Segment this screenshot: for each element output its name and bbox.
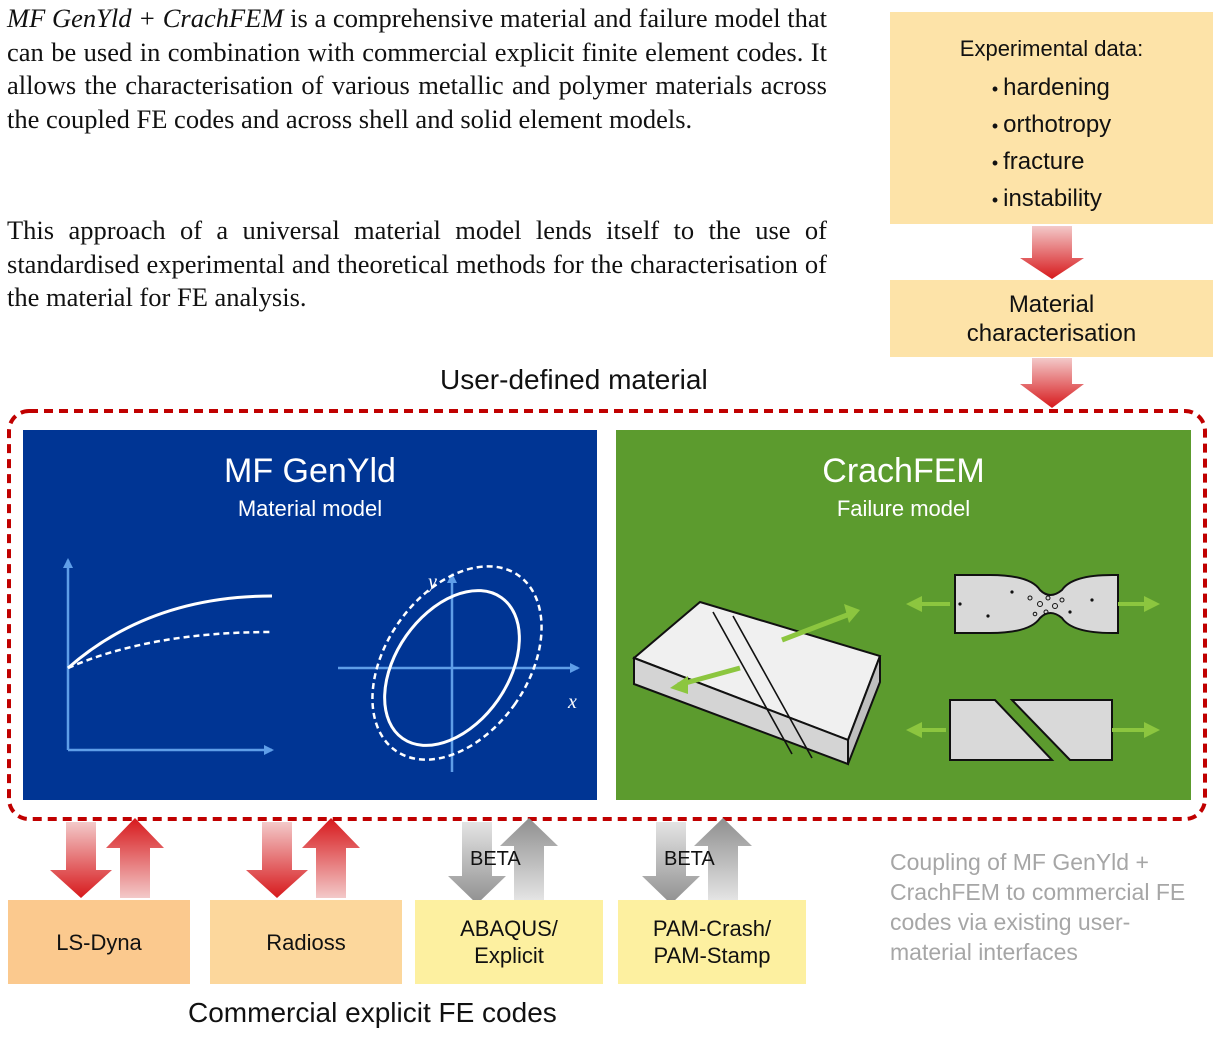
list-item: hardening [992, 70, 1111, 107]
genyld-subtitle: Material model [237, 496, 383, 521]
yield-surface-graphic: y x [338, 565, 580, 772]
coupling-arrows-abaqus [448, 818, 558, 904]
beta-label: BETA [470, 848, 521, 870]
coupling-caption: Coupling of MF GenYld + CrachFEM to comm… [890, 849, 1186, 965]
experimental-data-list: hardening orthotropy fracture instabilit… [992, 70, 1111, 218]
arrow-down-icon [448, 822, 506, 904]
arrow-down-icon [1020, 226, 1084, 279]
arrow-up-icon [302, 818, 360, 898]
code-label-2: PAM-Stamp [653, 943, 771, 968]
user-defined-material-label: User-defined material [440, 364, 708, 395]
user-defined-material-border [7, 409, 1207, 821]
arrow-down-icon [1020, 358, 1084, 408]
model-name: MF GenYld + CrachFEM [7, 3, 284, 33]
coupling-arrows-ls-dyna [50, 818, 164, 898]
code-box-radioss: Radioss [210, 900, 402, 984]
crachfem-subtitle: Failure model [836, 496, 971, 521]
material-characterisation-box: Material characterisation [890, 280, 1213, 357]
code-label-2: Explicit [474, 943, 544, 968]
commercial-codes-label: Commercial explicit FE codes [188, 997, 557, 1028]
genyld-title: MF GenYld [224, 452, 396, 490]
intro-paragraph-1: MF GenYld + CrachFEM is a comprehensive … [7, 2, 827, 136]
axis-y-label: y [426, 571, 437, 593]
list-item: instability [992, 181, 1111, 218]
code-label: Radioss [266, 929, 346, 955]
experimental-data-box: Experimental data: hardening orthotropy … [890, 12, 1213, 224]
arrow-down-icon [642, 822, 700, 904]
intro-text-2: This approach of a universal material mo… [7, 215, 827, 312]
coupling-arrows-pam [642, 818, 752, 904]
code-box-pam: PAM-Crash/PAM-Stamp [618, 900, 806, 984]
code-label: ABAQUS/ [460, 916, 558, 941]
axis-x-label: x [567, 691, 577, 713]
list-item: fracture [992, 144, 1111, 181]
shear-band-plate-graphic [632, 600, 882, 766]
intro-text-1: is a comprehensive material and failure … [7, 3, 827, 134]
arrow-up-icon [106, 818, 164, 898]
code-label: LS-Dyna [56, 929, 142, 955]
list-item: orthotropy [992, 107, 1111, 144]
arrow-up-icon [694, 818, 752, 900]
shear-fracture-graphic [906, 699, 1160, 761]
characterisation-line-1: Material [1008, 290, 1095, 318]
arrow-down-icon [50, 822, 112, 898]
genyld-panel: MF GenYld Material model [23, 430, 597, 800]
experimental-data-title: Experimental data: [959, 36, 1144, 61]
coupling-arrows-radioss [246, 818, 360, 898]
intro-paragraph-2: This approach of a universal material mo… [7, 214, 827, 315]
tensile-specimen-graphic [906, 574, 1160, 634]
code-label: PAM-Crash/ [652, 916, 772, 941]
arrow-down-icon [246, 822, 308, 898]
arrow-up-icon [500, 818, 558, 900]
hardening-curve-graphic [63, 558, 274, 755]
beta-label: BETA [664, 848, 715, 870]
code-box-abaqus: ABAQUS/Explicit [415, 900, 603, 984]
crachfem-title: CrachFEM [822, 452, 985, 490]
code-box-ls-dyna: LS-Dyna [8, 900, 190, 984]
characterisation-line-2: characterisation [966, 319, 1137, 347]
